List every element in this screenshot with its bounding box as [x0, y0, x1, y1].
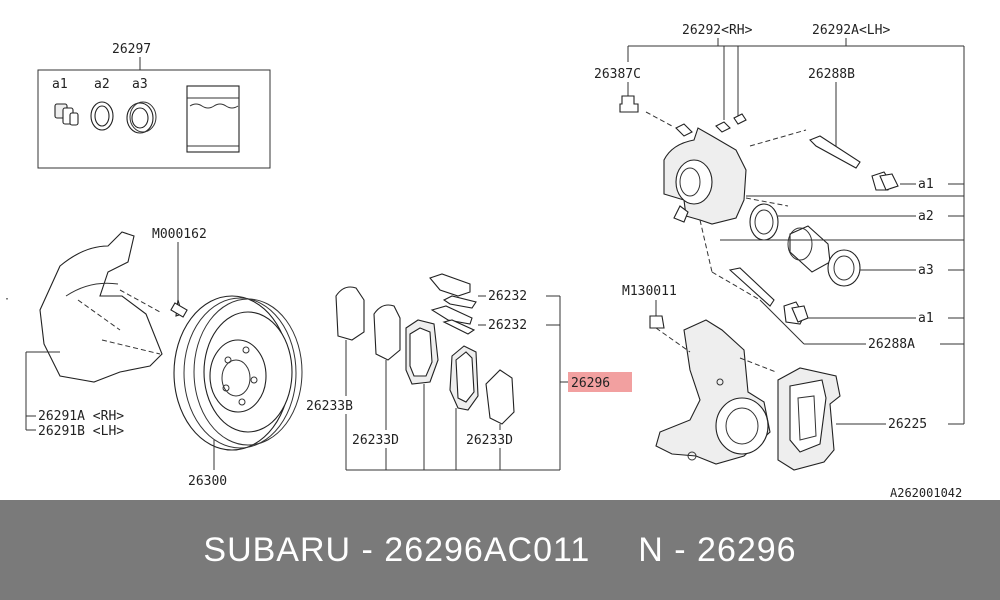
backing-plate-group: M000162: [39, 227, 207, 383]
label-a3-right: a3: [918, 263, 934, 278]
shim-26233b: [335, 286, 365, 341]
label-26291b: 26291B <LH>: [38, 424, 124, 439]
footer-bar: SUBARU - 26296AC011 N - 26296: [0, 500, 1000, 600]
seal-a2-part: [90, 101, 114, 131]
piston: [789, 225, 831, 273]
label-26288b: 26288B: [808, 67, 855, 82]
label-26300: 26300: [188, 474, 227, 489]
highlight-26296: [568, 372, 632, 392]
boot-a3-right: [827, 249, 861, 287]
label-a2-right: a2: [918, 209, 934, 224]
boot-a3-part: [126, 101, 157, 134]
reference-code: A262001042: [890, 486, 962, 500]
label-26288a: 26288A: [868, 337, 915, 352]
brake-pads-group: 26232 26232 26233B 26233D 26233D 26296: [305, 273, 632, 471]
footer-short-ref: N - 26296: [638, 530, 797, 569]
label-a1-right-1: a1: [918, 177, 934, 192]
guide-pin-upper: [809, 135, 861, 169]
label-26291a: 26291A <RH>: [38, 409, 124, 424]
shim-26233d-a: [373, 304, 401, 361]
grease-packet-part: [186, 85, 240, 153]
kit-26297-group: 26297 a1 a2 a3: [37, 42, 271, 169]
label-a3-top: a3: [132, 77, 148, 92]
label-m130011: M130011: [622, 284, 677, 299]
footer-part-number: SUBARU - 26296AC011: [203, 530, 591, 569]
label-a1-right-2: a1: [918, 311, 934, 326]
mount-bolt: [649, 315, 665, 329]
label-a2-top: a2: [94, 77, 110, 92]
leader-26291: 26291A <RH> 26291B <LH>: [25, 351, 124, 439]
clip-upper: [429, 273, 471, 297]
clip-lower: [430, 305, 473, 325]
seal-a2-right: [749, 203, 779, 241]
parts-diagram: 26297 a1 a2 a3 M0001: [4, 23, 965, 500]
label-26232-b: 26232: [488, 318, 527, 333]
guide-pin-lower: [728, 267, 775, 307]
bushing-a1-part: [54, 103, 79, 126]
kit-box: [37, 69, 271, 169]
label-26225: 26225: [888, 417, 927, 432]
caliper-group: 26292<RH> 26292A<LH> 26387C 26288B: [594, 23, 965, 471]
label-26296: 26296: [571, 376, 610, 391]
label-26387c: 26387C: [594, 67, 641, 82]
shim-26233d-b: [485, 369, 515, 425]
label-26233b: 26233B: [306, 399, 353, 414]
label-26292: 26292<RH>: [682, 23, 753, 38]
brake-rotor-part: [173, 295, 303, 451]
label-26292a: 26292A<LH>: [812, 23, 890, 38]
svg-text:·: ·: [4, 294, 10, 305]
label-26297: 26297: [112, 42, 151, 57]
label-m000162: M000162: [152, 227, 207, 242]
bleeder-screw: [619, 95, 639, 113]
label-a1-top: a1: [52, 77, 68, 92]
label-26232-a: 26232: [488, 289, 527, 304]
backing-plate-shape: [39, 231, 163, 383]
label-26233d-a: 26233D: [352, 433, 399, 448]
label-26233d-b: 26233D: [466, 433, 513, 448]
